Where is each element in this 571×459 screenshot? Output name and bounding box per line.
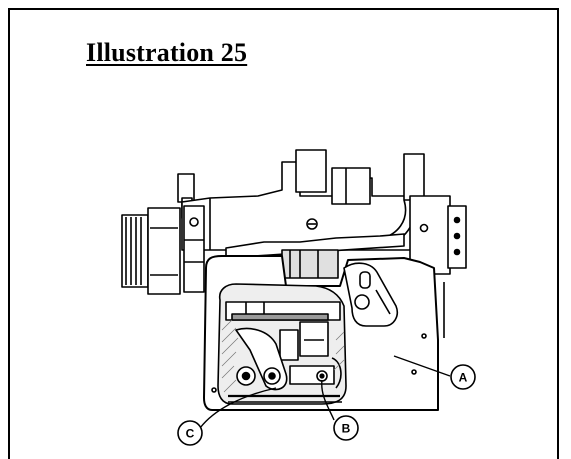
callout-c-label: C (186, 427, 195, 441)
illustration-title: Illustration 25 (86, 38, 248, 67)
callout-c: C (177, 420, 203, 446)
leader-c (199, 387, 277, 429)
left-knob (121, 207, 181, 295)
callout-a-label: A (459, 371, 468, 385)
callout-a: A (450, 364, 476, 390)
leader-a (393, 355, 451, 377)
callout-b-label: B (342, 422, 351, 436)
callout-b: B (333, 415, 359, 441)
leader-b (321, 379, 335, 421)
